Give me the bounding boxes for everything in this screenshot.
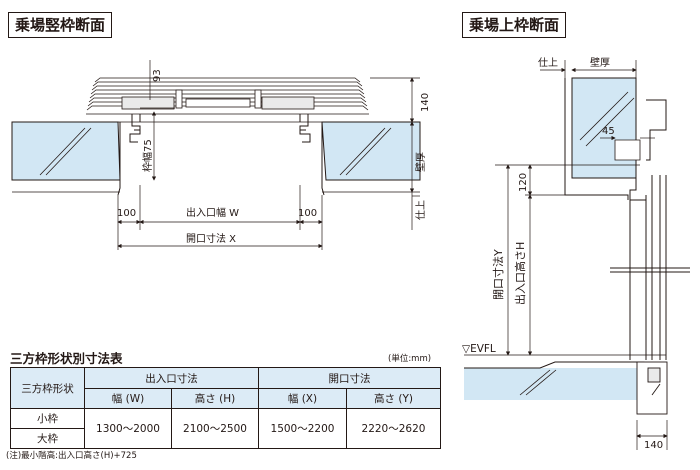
cell-w-range: 1300〜2000 <box>84 408 172 449</box>
header-brackets <box>121 89 315 110</box>
dim-140-left: 140 <box>420 93 431 112</box>
sill-bracket <box>636 361 668 415</box>
dim-45: 45 <box>602 126 615 137</box>
finish-label-left: 仕上 <box>414 200 427 220</box>
table-title: 三方枠形状別寸法表 <box>10 351 123 366</box>
right-jamb <box>299 114 325 196</box>
frame-opening-x-label: 開口寸法 X <box>186 232 236 245</box>
table-unit: (単位:mm) <box>388 354 432 364</box>
left-dimension-lines <box>117 60 420 250</box>
cell-x-range: 1500〜2200 <box>258 408 347 449</box>
dimension-table: 三方枠形状 出入口寸法 開口寸法 幅 (W) 高さ (H) 幅 (X) 高さ (… <box>10 367 441 449</box>
cell-h-range: 2100〜2500 <box>171 408 259 449</box>
dim-93: 93 <box>152 69 163 82</box>
row-label-small: 小枠 <box>10 408 85 429</box>
wall-thickness-label-left: 壁厚 <box>414 152 427 172</box>
table-header-row-1: 三方枠形状 出入口寸法 開口寸法 <box>10 367 441 409</box>
upper-frame-outline <box>564 78 690 360</box>
header-h: 高さ (H) <box>171 388 259 409</box>
right-wall-panel <box>321 121 421 181</box>
upper-wall-panel <box>571 77 641 179</box>
frame-width-label: 枠幅75 <box>141 139 154 172</box>
frame-opening-y-label: 開口寸法Y <box>491 249 505 300</box>
side-dim-left: 100 <box>117 208 136 219</box>
row-label-large: 大枠 <box>10 428 85 449</box>
wall-thickness-label-right: 壁厚 <box>590 56 610 69</box>
table-header-row-2: 幅 (W) 高さ (H) 幅 (X) 高さ (Y) <box>11 388 441 409</box>
right-dimension-lines <box>495 60 668 450</box>
header-w: 幅 (W) <box>84 388 172 409</box>
footnote: (注)最小階高:出入口高さ(H)+725 <box>6 451 137 461</box>
dim-140-right: 140 <box>644 440 663 451</box>
header-x: 幅 (X) <box>258 388 347 409</box>
table-row: 大枠 <box>10 428 441 449</box>
right-section-title-text: 乗場上枠断面 <box>469 16 560 34</box>
left-section-title-text: 乗場竪枠断面 <box>15 16 106 34</box>
side-dim-right: 100 <box>298 208 317 219</box>
left-wall-panel <box>11 121 121 181</box>
opening-height-label: 出入口高さH <box>513 242 527 305</box>
right-section-title: 乗場上枠断面 <box>462 12 567 38</box>
header-entry-dims: 出入口寸法 <box>84 367 259 389</box>
dim-120: 120 <box>518 173 529 192</box>
cell-y-range: 2220〜2620 <box>346 408 441 449</box>
finish-label-right: 仕上 <box>538 56 558 69</box>
left-jamb <box>117 114 141 196</box>
header-y: 高さ (Y) <box>346 388 441 409</box>
header-shape: 三方枠形状 <box>10 367 85 409</box>
opening-width-label: 出入口幅 W <box>186 206 239 219</box>
evfl-label: ▽EVFL <box>462 343 496 355</box>
table-row: 小枠 1300〜2000 2100〜2500 1500〜2200 2220〜26… <box>10 408 441 449</box>
header-opening-dims: 開口寸法 <box>258 367 441 389</box>
floor-slab <box>464 354 666 400</box>
left-section-title: 乗場竪枠断面 <box>8 12 113 38</box>
